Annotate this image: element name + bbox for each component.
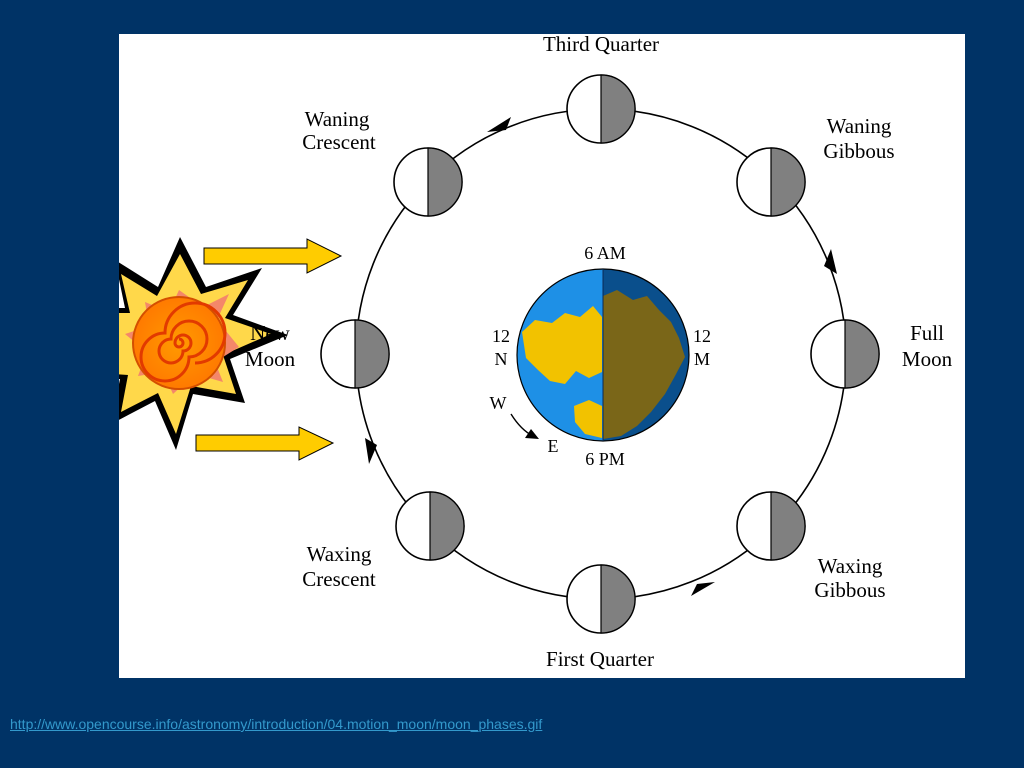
svg-text:Moon: Moon — [902, 347, 953, 371]
moon-new — [320, 319, 390, 389]
svg-text:Gibbous: Gibbous — [814, 578, 885, 602]
sunlight-arrows — [195, 238, 343, 461]
source-url-link[interactable]: http://www.opencourse.info/astronomy/int… — [10, 716, 543, 732]
label-first-quarter: First Quarter — [546, 647, 654, 671]
svg-text:Waning: Waning — [305, 107, 370, 131]
svg-text:New: New — [250, 321, 290, 345]
sunlight-arrow-upper — [203, 238, 343, 274]
moon-third-quarter — [566, 74, 636, 144]
label-third-quarter: Third Quarter — [543, 34, 659, 56]
label-waning-crescent: Waning Crescent — [302, 107, 376, 154]
earth-land-south — [574, 400, 602, 438]
svg-text:Gibbous: Gibbous — [823, 139, 894, 163]
moon-waxing-crescent — [395, 491, 465, 561]
svg-text:Waxing: Waxing — [818, 554, 883, 578]
label-west: W — [490, 393, 507, 413]
moon-waxing-gibbous — [736, 491, 806, 561]
earth-land-night — [603, 290, 685, 439]
label-waxing-gibbous: Waxing Gibbous — [814, 554, 885, 602]
moon-first-quarter — [566, 564, 636, 634]
label-full-moon: Full Moon — [902, 321, 953, 371]
moon-waning-crescent — [393, 147, 463, 217]
sun-spiral — [139, 301, 227, 383]
sun-illustration — [119, 237, 288, 450]
label-6am: 6 AM — [584, 243, 626, 263]
earth-land-day — [522, 306, 602, 384]
earth-globe — [516, 268, 690, 442]
orbit-arrow-left — [365, 438, 377, 464]
orbit-arrow-top-left — [487, 117, 511, 132]
label-waning-gibbous: Waning Gibbous — [823, 114, 894, 163]
svg-text:12: 12 — [492, 326, 510, 346]
sunlight-arrow-lower — [195, 426, 335, 461]
label-noon: 12 N — [492, 326, 510, 369]
svg-text:M: M — [694, 349, 710, 369]
svg-text:12: 12 — [693, 326, 711, 346]
svg-text:Moon: Moon — [245, 347, 296, 371]
label-6pm: 6 PM — [585, 449, 625, 469]
orbit-arrow-right — [824, 249, 837, 274]
svg-text:Crescent: Crescent — [302, 567, 376, 591]
sun-core — [132, 296, 226, 390]
moon-full — [810, 319, 880, 389]
orbit-direction-arrows — [365, 117, 837, 596]
svg-text:N: N — [495, 349, 508, 369]
label-new-moon: New Moon — [245, 321, 296, 371]
moon-waning-gibbous — [736, 147, 806, 217]
rotation-arrow — [510, 413, 539, 439]
moon-phases-diagram: Third Quarter Waning Crescent Waning Gib… — [119, 34, 965, 678]
svg-text:Waning: Waning — [827, 114, 892, 138]
label-midnight: 12 M — [693, 326, 711, 369]
svg-text:Waxing: Waxing — [307, 542, 372, 566]
svg-text:Full: Full — [910, 321, 944, 345]
orbit-arrow-bottom-right — [691, 582, 715, 596]
svg-text:Crescent: Crescent — [302, 130, 376, 154]
diagram-canvas: Third Quarter Waning Crescent Waning Gib… — [119, 34, 953, 671]
label-waxing-crescent: Waxing Crescent — [302, 542, 376, 591]
label-east: E — [548, 436, 559, 456]
